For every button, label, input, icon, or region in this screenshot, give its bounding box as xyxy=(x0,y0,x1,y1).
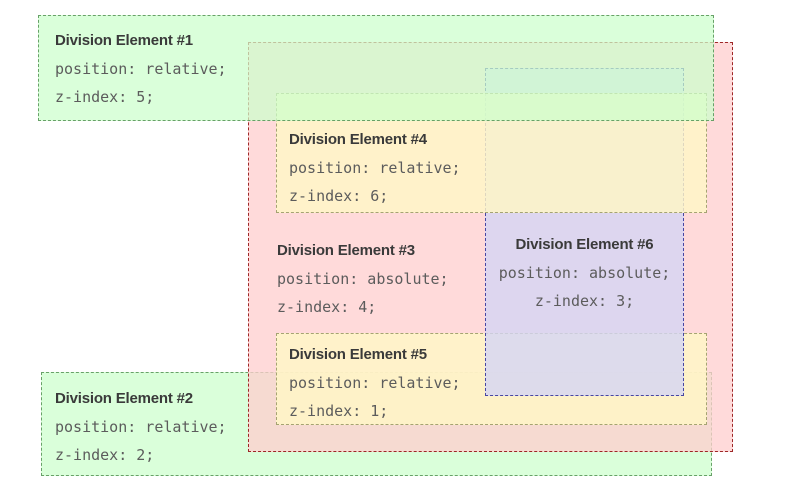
division-element-1-zindex: z-index: 5; xyxy=(55,88,155,106)
division-element-4-title: Division Element #4 xyxy=(289,131,427,148)
division-element-6-title: Division Element #6 xyxy=(515,236,654,253)
division-element-1-text: Division Element #1 position: relative; … xyxy=(55,27,227,111)
division-element-3-text: Division Element #3 position: absolute; … xyxy=(277,237,449,321)
division-element-2-title: Division Element #2 xyxy=(55,390,193,407)
division-element-6-zindex: z-index: 3; xyxy=(534,292,635,310)
division-element-4-position: position: relative; xyxy=(289,159,461,177)
division-element-3-position: position: absolute; xyxy=(277,270,449,288)
division-element-3-zindex: z-index: 4; xyxy=(277,298,377,316)
division-element-2-text: Division Element #2 position: relative; … xyxy=(55,385,227,469)
division-element-1-title: Division Element #1 xyxy=(55,32,193,49)
division-element-5-title: Division Element #5 xyxy=(289,346,427,363)
division-element-6-position: position: absolute; xyxy=(498,264,671,282)
division-element-1-position: position: relative; xyxy=(55,60,227,78)
division-element-4-text: Division Element #4 position: relative; … xyxy=(289,126,461,210)
division-element-1: Division Element #1 position: relative; … xyxy=(38,15,714,121)
division-element-5-zindex: z-index: 1; xyxy=(289,402,389,420)
division-element-2-zindex: z-index: 2; xyxy=(55,446,155,464)
division-element-3-title: Division Element #3 xyxy=(277,242,415,259)
division-element-4-zindex: z-index: 6; xyxy=(289,187,389,205)
division-element-5-text: Division Element #5 position: relative; … xyxy=(289,341,461,425)
division-element-2-position: position: relative; xyxy=(55,418,227,436)
division-element-5-position: position: relative; xyxy=(289,374,461,392)
division-element-6-text: Division Element #6 position: absolute; … xyxy=(486,231,683,315)
